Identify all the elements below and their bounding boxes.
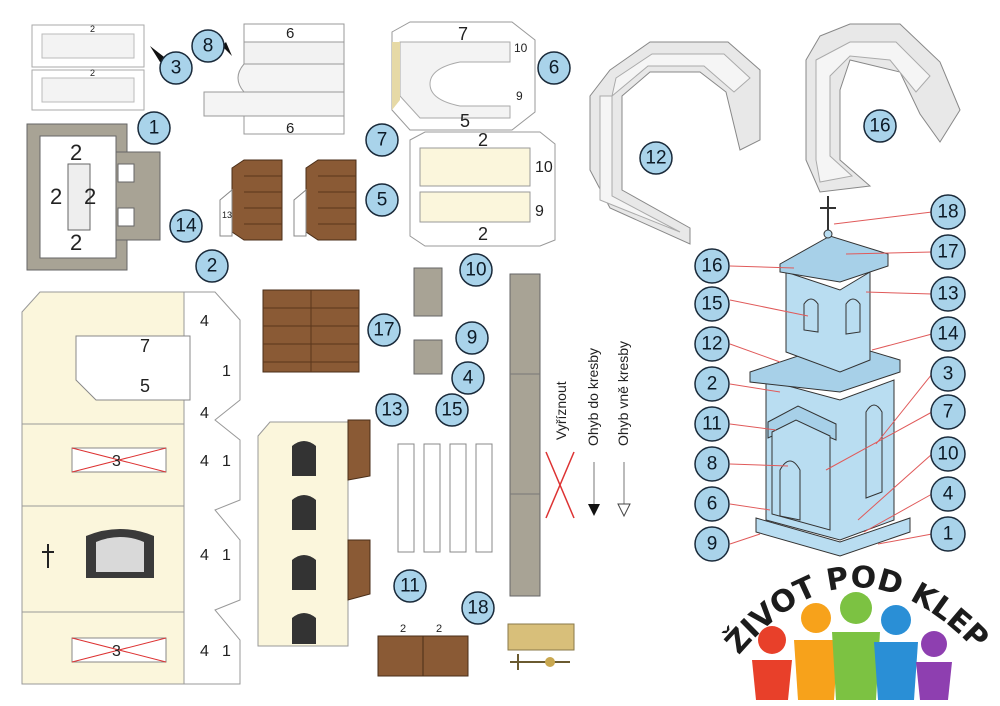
big-side-8: 1	[222, 643, 231, 660]
piece-3: 2 2	[31, 24, 145, 111]
badge-17: 17	[373, 320, 394, 341]
big-inner-7: 7	[140, 336, 150, 356]
piece-16	[805, 23, 961, 193]
piece-6-num-r1: 10	[514, 41, 528, 55]
big-inner-3b: 3	[112, 643, 121, 660]
big-side-1: 1	[222, 363, 231, 380]
piece-1-num-bottom: 2	[70, 230, 82, 255]
piece-3-num-top: 2	[90, 24, 95, 34]
piece-1-num-left: 2	[50, 184, 62, 209]
big-side-2: 4	[200, 405, 209, 422]
diagram-labels-left: 16 15 12 2 11 8 6 9	[694, 248, 730, 562]
piece-4	[509, 273, 541, 597]
diagram-label-right-3: 14	[937, 324, 959, 345]
diagram-label-right-6: 10	[937, 444, 958, 465]
piece-11-num-a: 2	[400, 623, 406, 635]
piece-6-num-top: 7	[458, 24, 468, 44]
diagram-label-left-3: 2	[707, 374, 718, 395]
legend: Vyříznout Ohyb do kresby Ohyb vně kresby	[545, 341, 631, 519]
big-side-7: 4	[200, 643, 209, 660]
diagram-label-right-2: 13	[937, 284, 958, 305]
piece-7-5: 2 10 9 2	[409, 130, 556, 247]
diagram-label-right-1: 17	[937, 242, 958, 263]
piece-1: 2 2 2 2	[26, 123, 161, 271]
badge-7: 7	[377, 130, 388, 151]
badge-14: 14	[175, 216, 197, 237]
piece-10-9	[413, 267, 443, 375]
piece-7-num-r: 10	[535, 159, 553, 176]
badge-1: 1	[149, 118, 160, 139]
badge-18: 18	[467, 598, 488, 619]
big-side-5: 4	[200, 547, 209, 564]
piece-6-num-r2: 9	[516, 89, 523, 103]
piece-8-num-top: 6	[286, 25, 294, 42]
piece-badges: 3 8 6 1 7 5 14 2 12 16 10 9 4 17 13 15 1…	[137, 29, 897, 625]
badge-15: 15	[441, 400, 462, 421]
big-side-0: 4	[200, 313, 209, 330]
badge-2: 2	[207, 256, 218, 277]
badge-16: 16	[869, 116, 890, 137]
badge-11: 11	[400, 576, 420, 597]
badge-12: 12	[645, 148, 666, 169]
piece-8: 6 6	[203, 23, 345, 137]
piece-18	[507, 623, 575, 670]
legend-cut-label: Vyříznout	[553, 381, 569, 440]
piece-12	[589, 41, 761, 245]
piece-3-num-bottom: 2	[90, 68, 95, 78]
badge-10: 10	[465, 260, 486, 281]
badge-5: 5	[377, 190, 388, 211]
piece-5-num-r: 9	[535, 203, 544, 220]
piece-7-num-top: 2	[478, 130, 488, 150]
badge-3: 3	[171, 58, 182, 79]
piece-14-tab-num: 13	[222, 210, 232, 220]
diagram-label-left-6: 6	[707, 494, 718, 515]
piece-13	[257, 419, 371, 647]
diagram-label-left-2: 12	[701, 334, 722, 355]
piece-11: 2 2	[377, 623, 469, 677]
piece-6-num-bottom: 5	[460, 111, 470, 131]
piece-1-num-mid: 2	[84, 184, 96, 209]
piece-5-num-bottom: 2	[478, 224, 488, 244]
badge-6: 6	[549, 58, 560, 79]
diagram-label-right-4: 3	[943, 364, 954, 385]
diagram-label-left-0: 16	[701, 256, 722, 277]
piece-15	[397, 443, 493, 553]
diagram-label-left-5: 8	[707, 454, 718, 475]
piece-11-num-b: 2	[436, 623, 442, 635]
piece-8-num-bottom: 6	[286, 120, 294, 137]
badge-8: 8	[203, 36, 214, 57]
badge-9: 9	[467, 328, 478, 349]
big-side-6: 1	[222, 547, 231, 564]
diagram-label-right-8: 1	[943, 524, 954, 545]
badge-13: 13	[381, 400, 402, 421]
diagram-label-left-1: 15	[701, 294, 722, 315]
piece-big-wall: 7 5 3 3 4 1 4 4 1 4 1 4 1	[21, 291, 241, 685]
legend-fold-out-label: Ohyb vně kresby	[615, 341, 631, 446]
big-side-3: 4	[200, 453, 209, 470]
piece-14: 13	[219, 159, 357, 241]
diagram-label-right-7: 4	[943, 484, 954, 505]
badge-4: 4	[463, 368, 474, 389]
big-side-4: 1	[222, 453, 231, 470]
diagram-labels-right: 18 17 13 14 3 7 10 4 1	[930, 194, 966, 552]
assembly-diagram	[729, 196, 933, 557]
diagram-label-left-4: 11	[702, 414, 722, 435]
diagram-label-right-0: 18	[937, 202, 958, 223]
piece-6: 7 5 10 9	[391, 21, 536, 131]
big-inner-3a: 3	[112, 453, 121, 470]
big-inner-5: 5	[140, 376, 150, 396]
piece-1-num-top: 2	[70, 140, 82, 165]
piece-17	[262, 289, 360, 373]
logo-figures	[752, 592, 952, 700]
legend-fold-in-label: Ohyb do kresby	[585, 348, 601, 446]
diagram-label-right-5: 7	[943, 402, 954, 423]
diagram-label-left-7: 9	[707, 534, 718, 555]
